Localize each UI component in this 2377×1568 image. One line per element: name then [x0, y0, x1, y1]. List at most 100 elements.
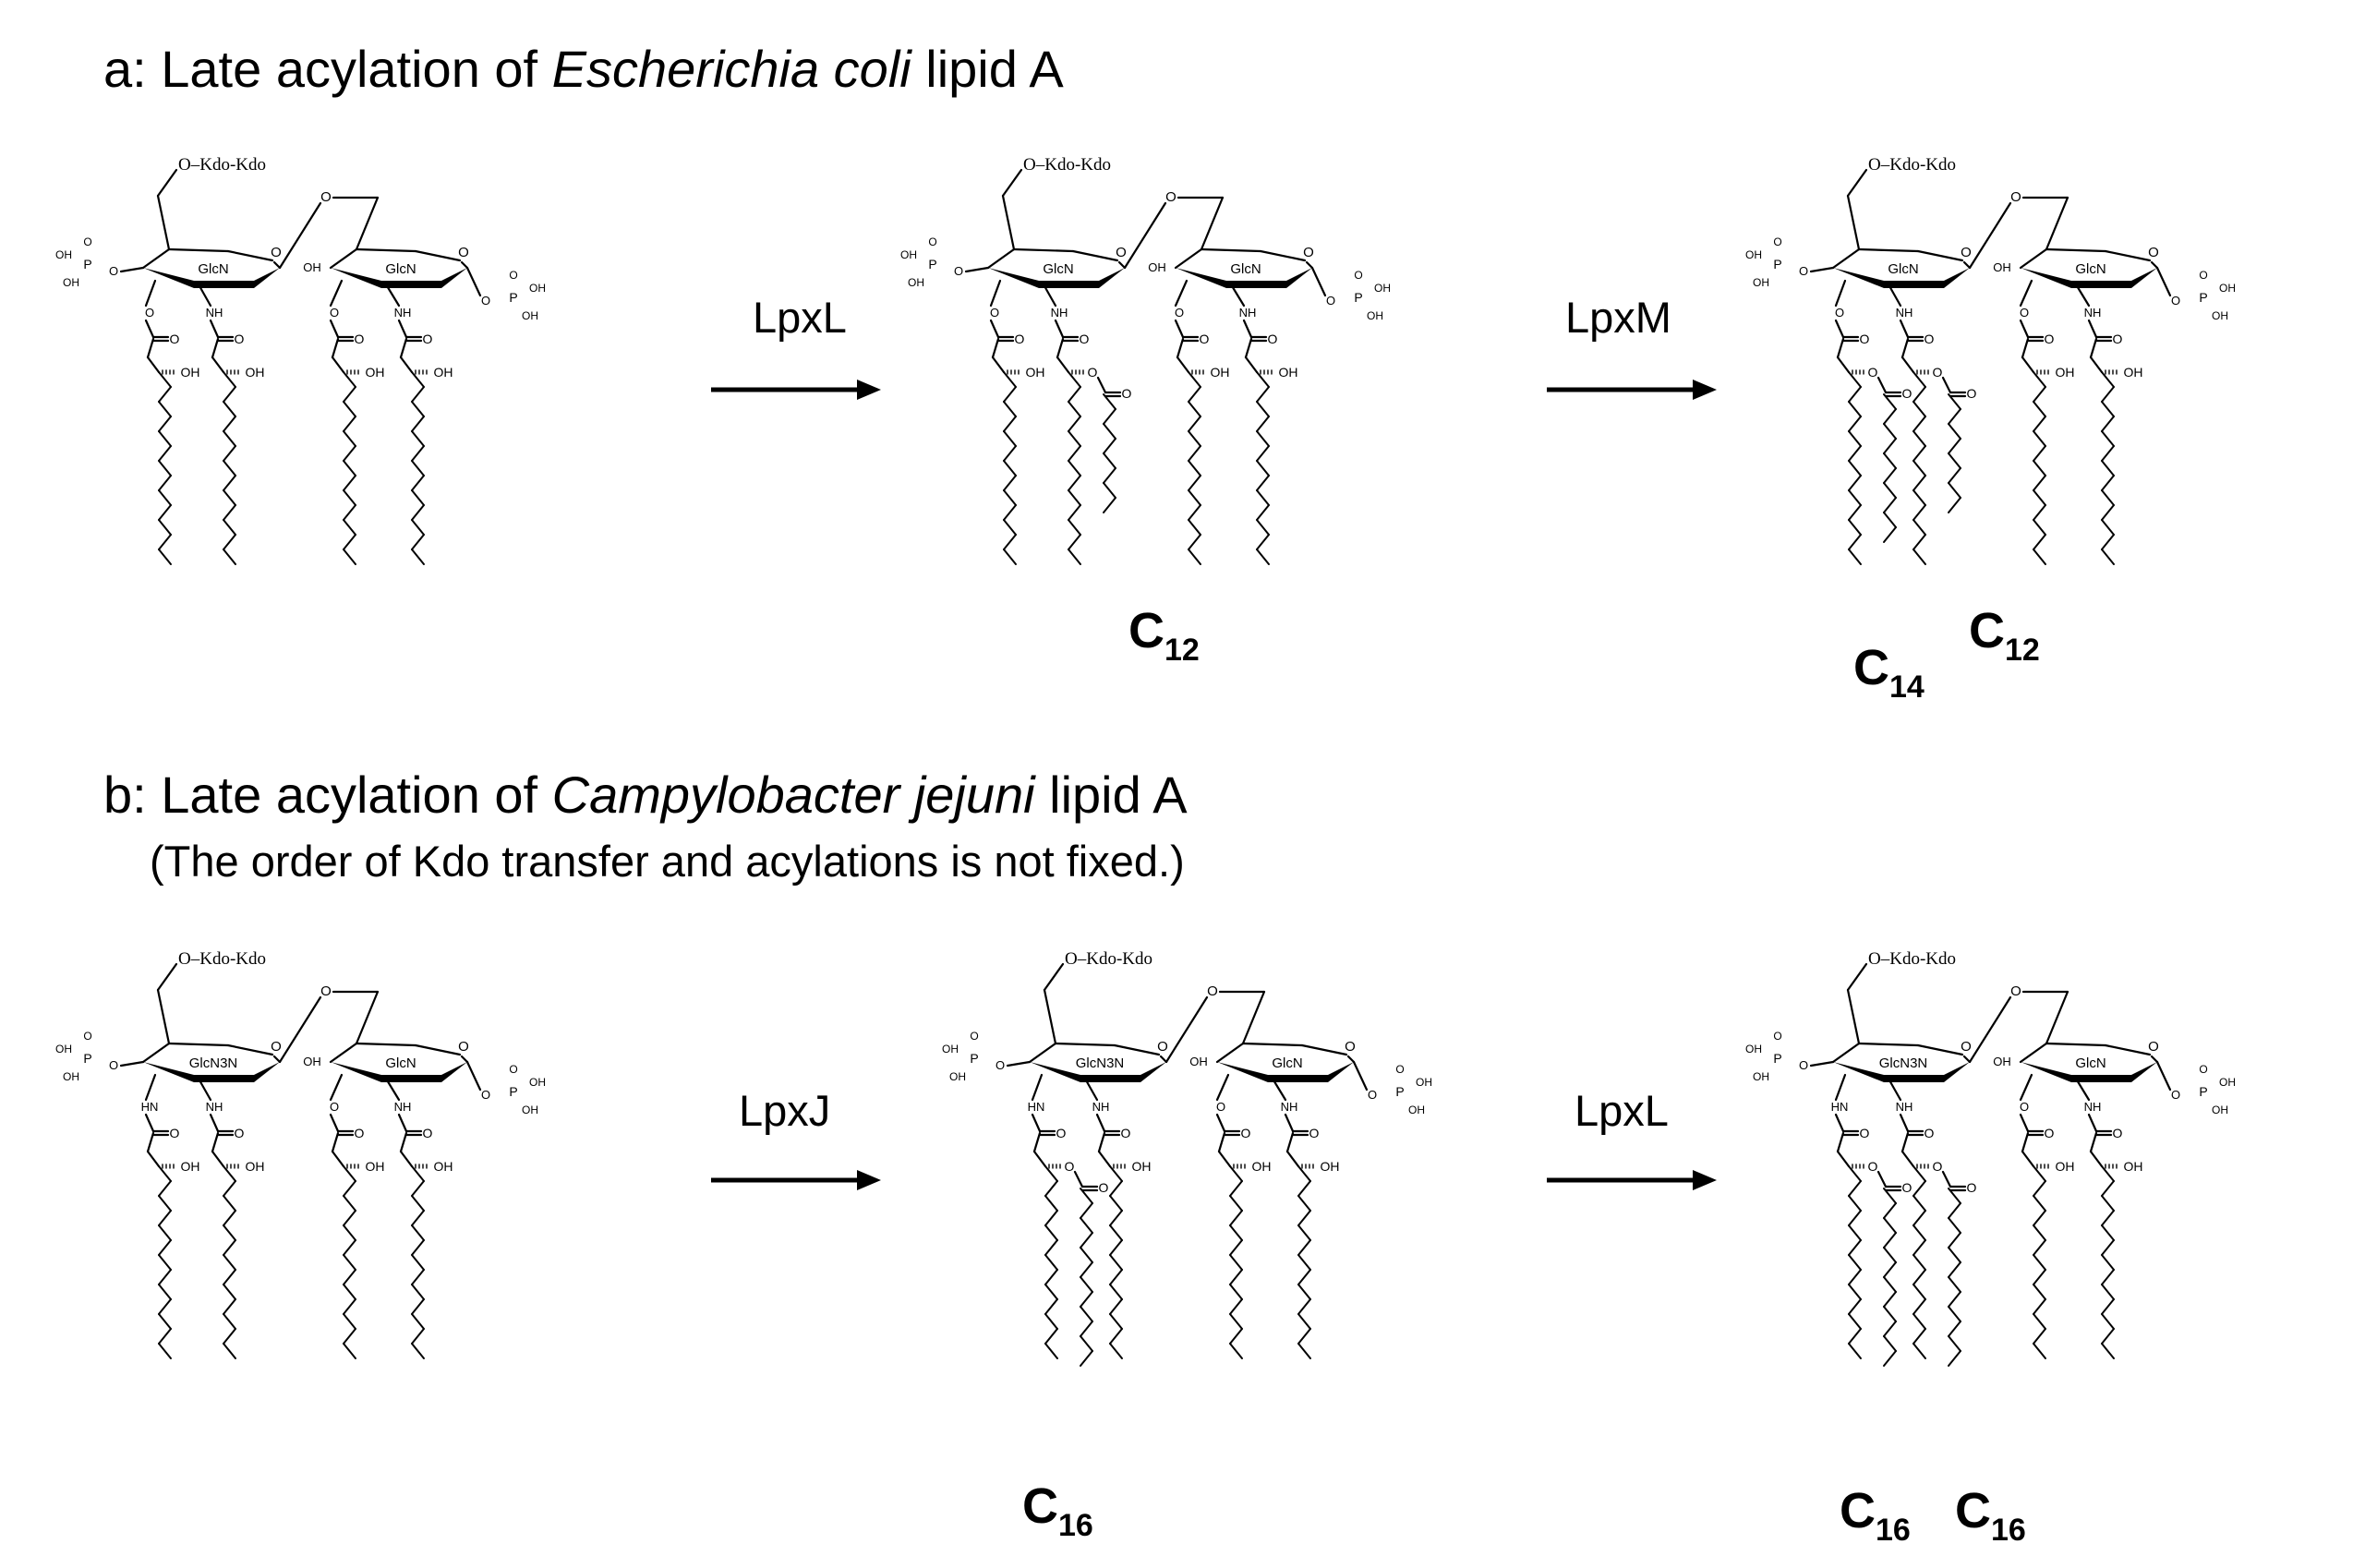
ring-oxygen: O — [1116, 245, 1127, 260]
bond — [1242, 319, 1253, 339]
glcn-label: GlcN — [2075, 261, 2106, 277]
bond — [1912, 1269, 1926, 1285]
bond — [414, 1043, 462, 1056]
bond — [1900, 337, 1910, 359]
bond — [1285, 1150, 1300, 1168]
bond — [1080, 1350, 1093, 1367]
carbonyl-oxygen: O — [1967, 386, 1977, 401]
bond — [1310, 266, 1327, 297]
bond — [1848, 1165, 1862, 1182]
bond — [1857, 1042, 1920, 1047]
panel-b-step2-enzyme: LpxL — [1575, 1086, 1669, 1135]
carbonyl-oxygen: O — [1967, 1180, 1977, 1195]
bond — [2033, 1328, 2046, 1345]
glcn-label: GlcN — [1230, 261, 1261, 277]
bond — [1080, 1261, 1093, 1278]
bond — [411, 1224, 425, 1241]
bond — [986, 247, 1016, 270]
hydroxyl-label: OH — [1189, 1055, 1208, 1068]
phosphate-oxygen: O — [109, 264, 118, 278]
amide-nitrogen: NH — [1239, 306, 1257, 320]
bond — [1215, 1042, 1245, 1064]
bond — [156, 988, 171, 1045]
bond — [1848, 460, 1862, 476]
panel-b-product-chain-length-2: 16 — [1991, 1513, 2026, 1548]
bond — [1068, 401, 1081, 417]
bond — [2150, 260, 2159, 270]
bond — [1912, 445, 1926, 462]
bond — [343, 1284, 356, 1300]
carbonyl-oxygen: O — [1121, 1126, 1131, 1140]
phosphate-hydroxyl: OH — [1408, 1104, 1425, 1116]
bond — [1297, 1254, 1311, 1271]
hydroxyl-label: OH — [2056, 365, 2075, 380]
bond — [2033, 1165, 2046, 1182]
bond — [414, 249, 462, 262]
bond — [1256, 534, 1270, 550]
bond — [2033, 1239, 2046, 1256]
bond — [223, 460, 236, 476]
bond — [1948, 1202, 1961, 1219]
bond — [1912, 1254, 1926, 1271]
bond — [223, 386, 236, 403]
bond — [2033, 504, 2046, 521]
phosphate-hydroxyl: OH — [900, 248, 917, 261]
bond — [1159, 1055, 1168, 1064]
bond — [2089, 356, 2104, 374]
ring-front-bond — [381, 281, 441, 288]
bond — [1948, 1276, 1961, 1293]
bond — [158, 1269, 172, 1285]
bond — [1912, 1284, 1926, 1300]
ring-oxygen: O — [1345, 1039, 1356, 1055]
bond — [1068, 519, 1081, 536]
bond — [1883, 1321, 1897, 1337]
ring-front-bond — [254, 1062, 280, 1082]
carbonyl-oxygen: O — [1268, 332, 1278, 346]
bond — [343, 504, 356, 521]
bond — [158, 1284, 172, 1300]
phosphate-oxygen: O — [109, 1058, 118, 1072]
bond — [158, 1224, 172, 1241]
bond — [1887, 283, 1902, 308]
bond — [2019, 1073, 2033, 1102]
bond — [209, 319, 220, 339]
bond — [1188, 489, 1201, 506]
phosphate-oxygen: O — [1326, 294, 1335, 308]
bond — [1912, 460, 1926, 476]
bond — [1916, 249, 1964, 262]
bond — [1003, 534, 1017, 550]
bond — [2033, 1343, 2046, 1359]
bond — [1912, 1239, 1926, 1256]
bond — [1188, 445, 1201, 462]
bond — [1848, 489, 1862, 506]
bond — [2101, 401, 2115, 417]
glcn-label: GlcN — [1272, 1055, 1302, 1071]
bond — [2089, 1150, 2104, 1168]
glcn-label: GlcN — [1043, 261, 1073, 277]
bond — [158, 1210, 172, 1226]
bond — [1229, 1165, 1243, 1182]
phosphorus: P — [2199, 1084, 2207, 1099]
bond — [156, 962, 178, 992]
bond — [329, 1113, 340, 1133]
bond — [223, 1195, 236, 1212]
bond — [411, 549, 425, 565]
glcn-label: GlcN — [1888, 261, 1918, 277]
bond — [411, 1269, 425, 1285]
ring-front-bond — [1944, 268, 1970, 288]
bond — [158, 1328, 172, 1345]
bond — [1109, 1195, 1123, 1212]
bond — [1032, 1150, 1047, 1168]
bond — [1097, 1150, 1112, 1168]
phosphate-oxygen: O — [2171, 1088, 2180, 1102]
panel-b-note: (The order of Kdo transfer and acylation… — [150, 837, 1185, 886]
ring-front-bond — [1217, 1062, 1268, 1082]
bond — [223, 1254, 236, 1271]
bond — [343, 416, 356, 432]
bond — [1188, 475, 1201, 491]
bond — [2033, 1254, 2046, 1271]
bond — [146, 356, 161, 374]
ring-front-bond — [2071, 281, 2131, 288]
hydroxyl-label: OH — [1993, 1055, 2011, 1068]
